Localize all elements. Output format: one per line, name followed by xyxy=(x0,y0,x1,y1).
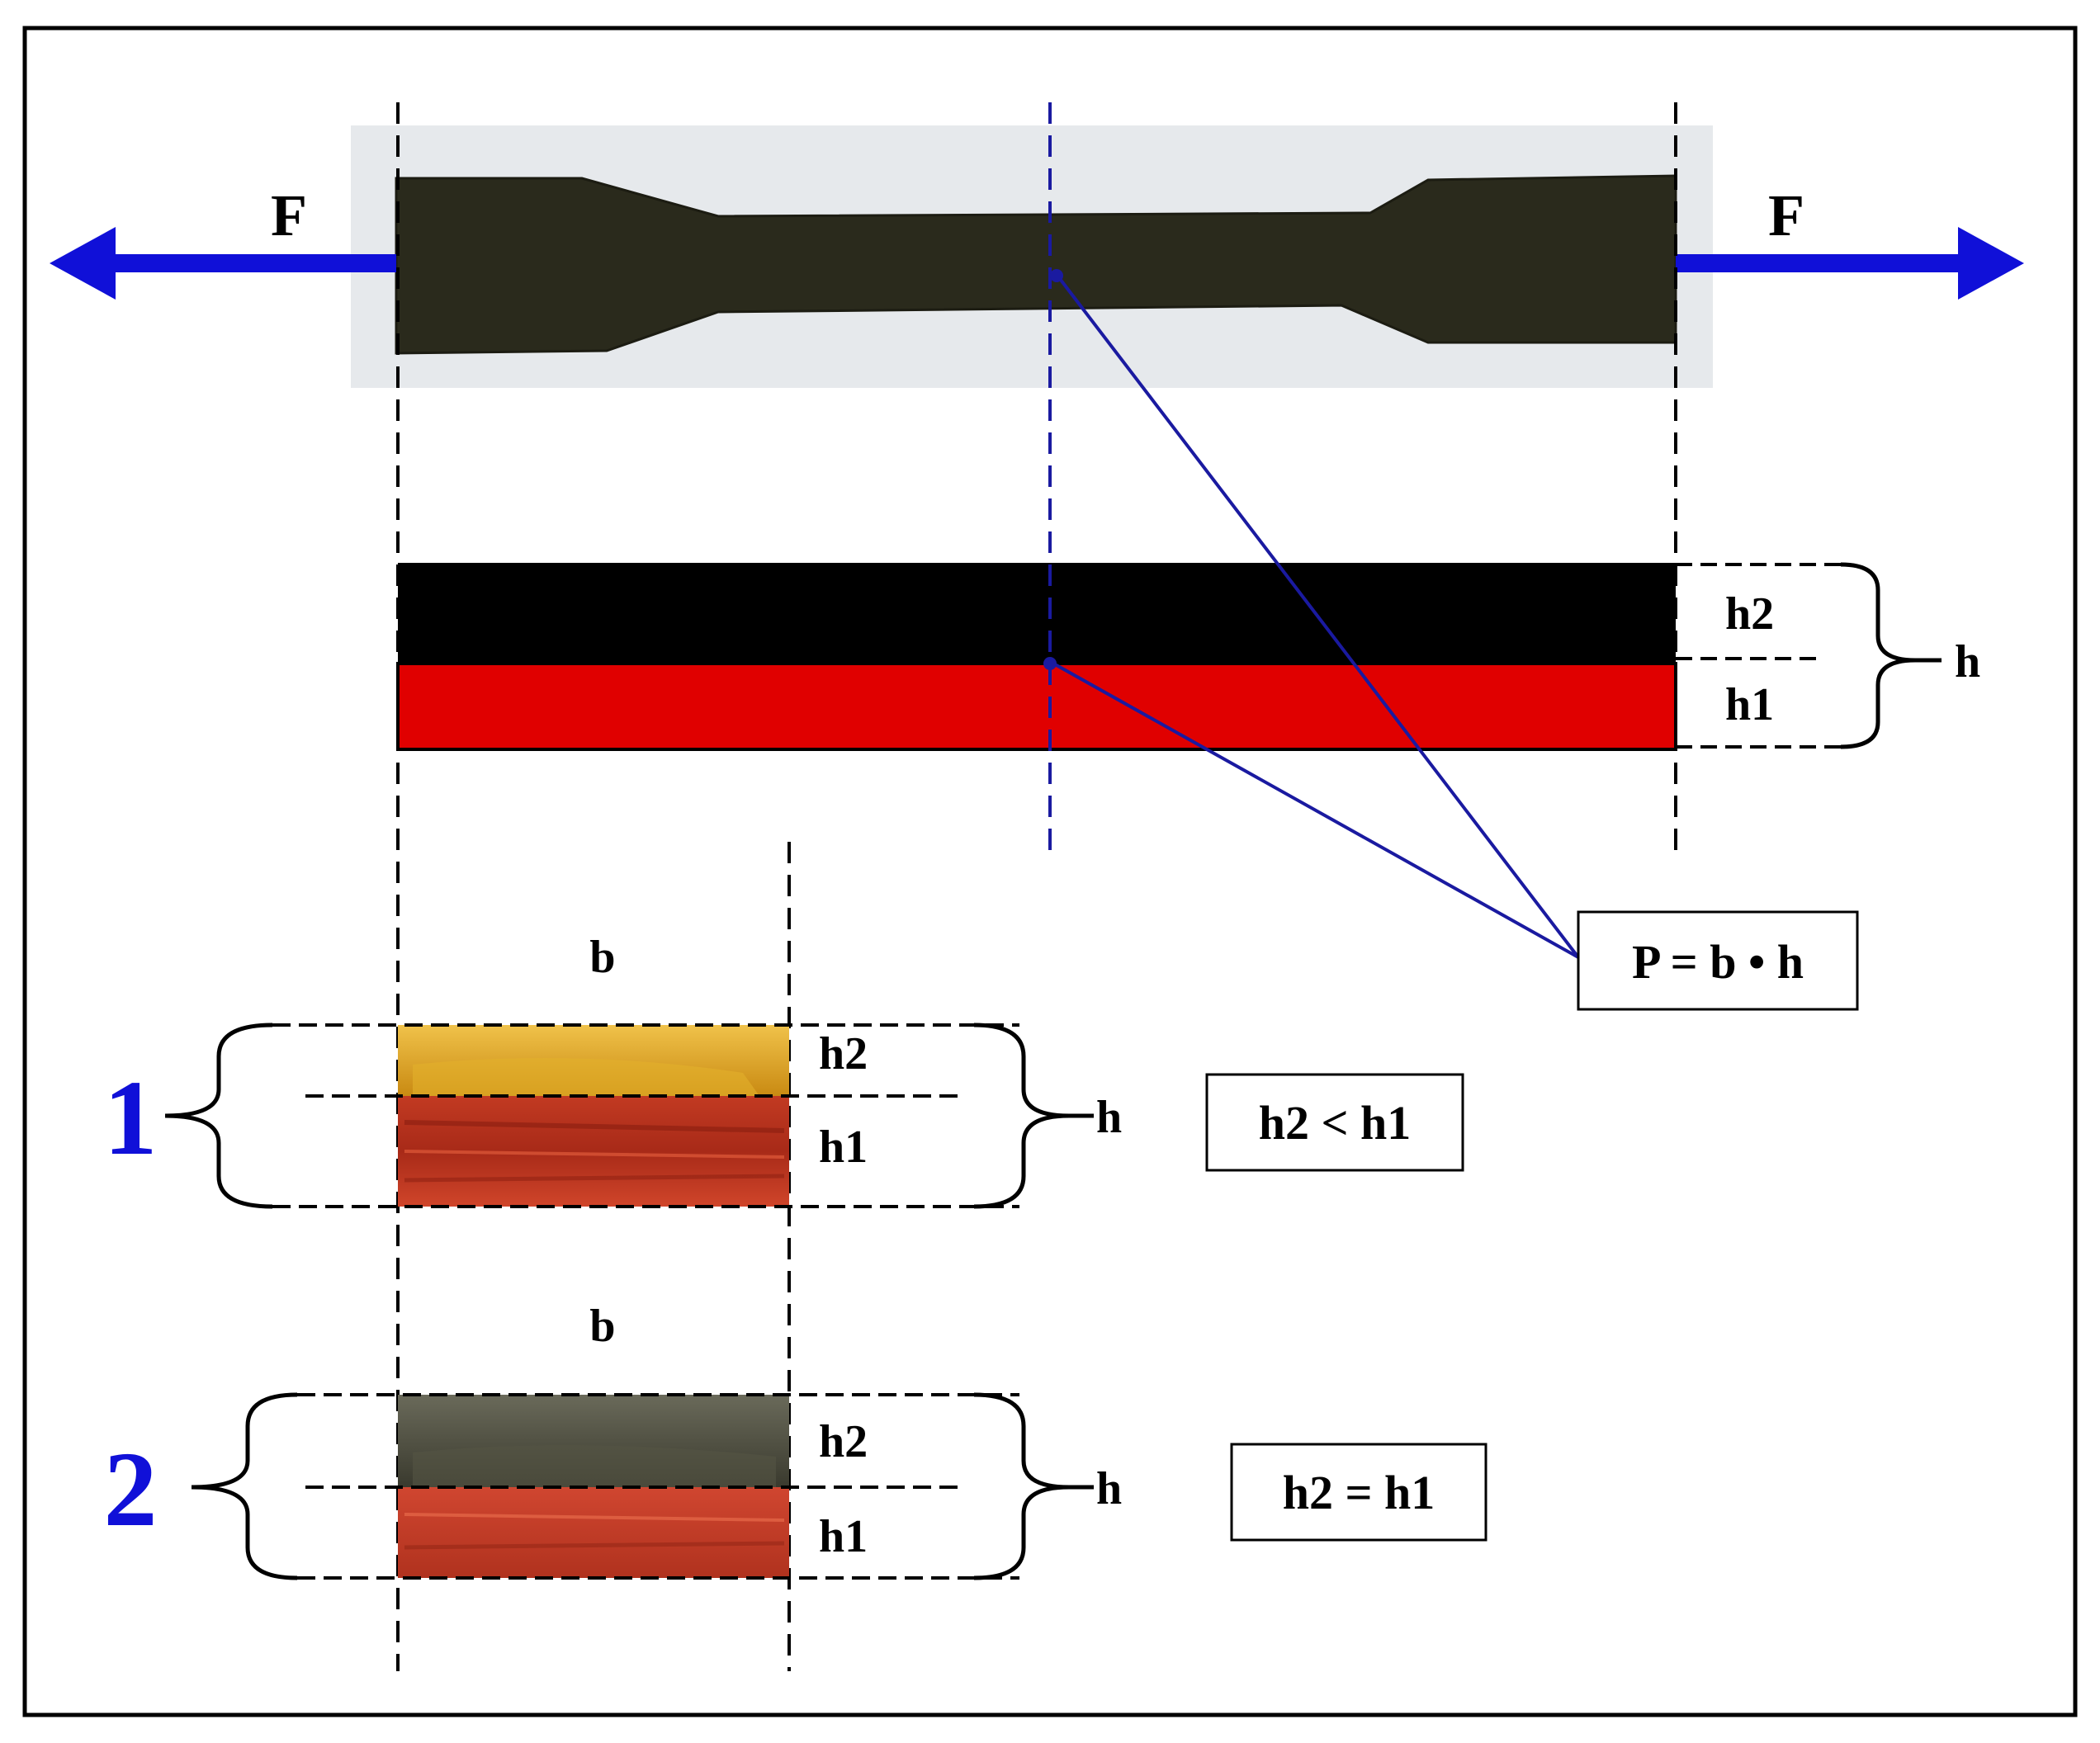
sample2-total-label: h xyxy=(1096,1463,1122,1514)
beam-total-label: h xyxy=(1955,636,1980,687)
pointer-dot-top xyxy=(1050,269,1063,282)
sample2-right-brace xyxy=(973,1392,1070,1580)
width-label-2: b xyxy=(589,1301,615,1352)
sample1-right-brace xyxy=(973,1023,1070,1209)
sample1-total-label: h xyxy=(1096,1092,1122,1143)
sample2-condition-text: h2 = h1 xyxy=(1283,1466,1435,1519)
sample2-left-brace xyxy=(191,1392,298,1580)
sample1-dashed-brackets xyxy=(272,1023,1019,1208)
sample2-cross-section-photo xyxy=(398,1395,789,1578)
sample1-bottom-label: h1 xyxy=(819,1122,868,1173)
sample2-top-label: h2 xyxy=(819,1416,868,1467)
force-label-left: F xyxy=(271,182,307,248)
force-arrow-left xyxy=(50,227,396,300)
width-label-1: b xyxy=(589,932,615,983)
sample1-top-label: h2 xyxy=(819,1028,868,1079)
layer-bottom-bar xyxy=(396,662,1677,751)
beam-layer-top-label: h2 xyxy=(1725,588,1774,640)
pointer-dot-bottom xyxy=(1043,657,1057,670)
sample1-condition-text: h2 < h1 xyxy=(1259,1096,1412,1150)
sample2-condition-box xyxy=(1230,1443,1488,1542)
sample2-bottom-label: h1 xyxy=(819,1511,868,1562)
sample2-dashed-brackets xyxy=(297,1393,1019,1580)
formula-text: P = b • h xyxy=(1632,935,1804,989)
sample1-cross-section-photo xyxy=(398,1025,789,1207)
sample2-number: 2 xyxy=(104,1430,158,1549)
formula-pointer-lines xyxy=(1053,271,1580,959)
figure-frame xyxy=(22,26,2078,1717)
force-arrow-right xyxy=(1676,227,2024,300)
force-label-right: F xyxy=(1768,182,1804,248)
layer-top-bar xyxy=(398,563,1676,664)
beam-curly-brace xyxy=(1840,562,1916,749)
beam-layer-bottom-label: h1 xyxy=(1725,679,1774,730)
sample1-condition-box xyxy=(1205,1073,1464,1172)
formula-box xyxy=(1577,910,1859,1011)
beam-thickness-brackets xyxy=(1676,563,1841,749)
sample1-left-brace xyxy=(164,1023,273,1209)
sample1-number: 1 xyxy=(104,1059,158,1178)
